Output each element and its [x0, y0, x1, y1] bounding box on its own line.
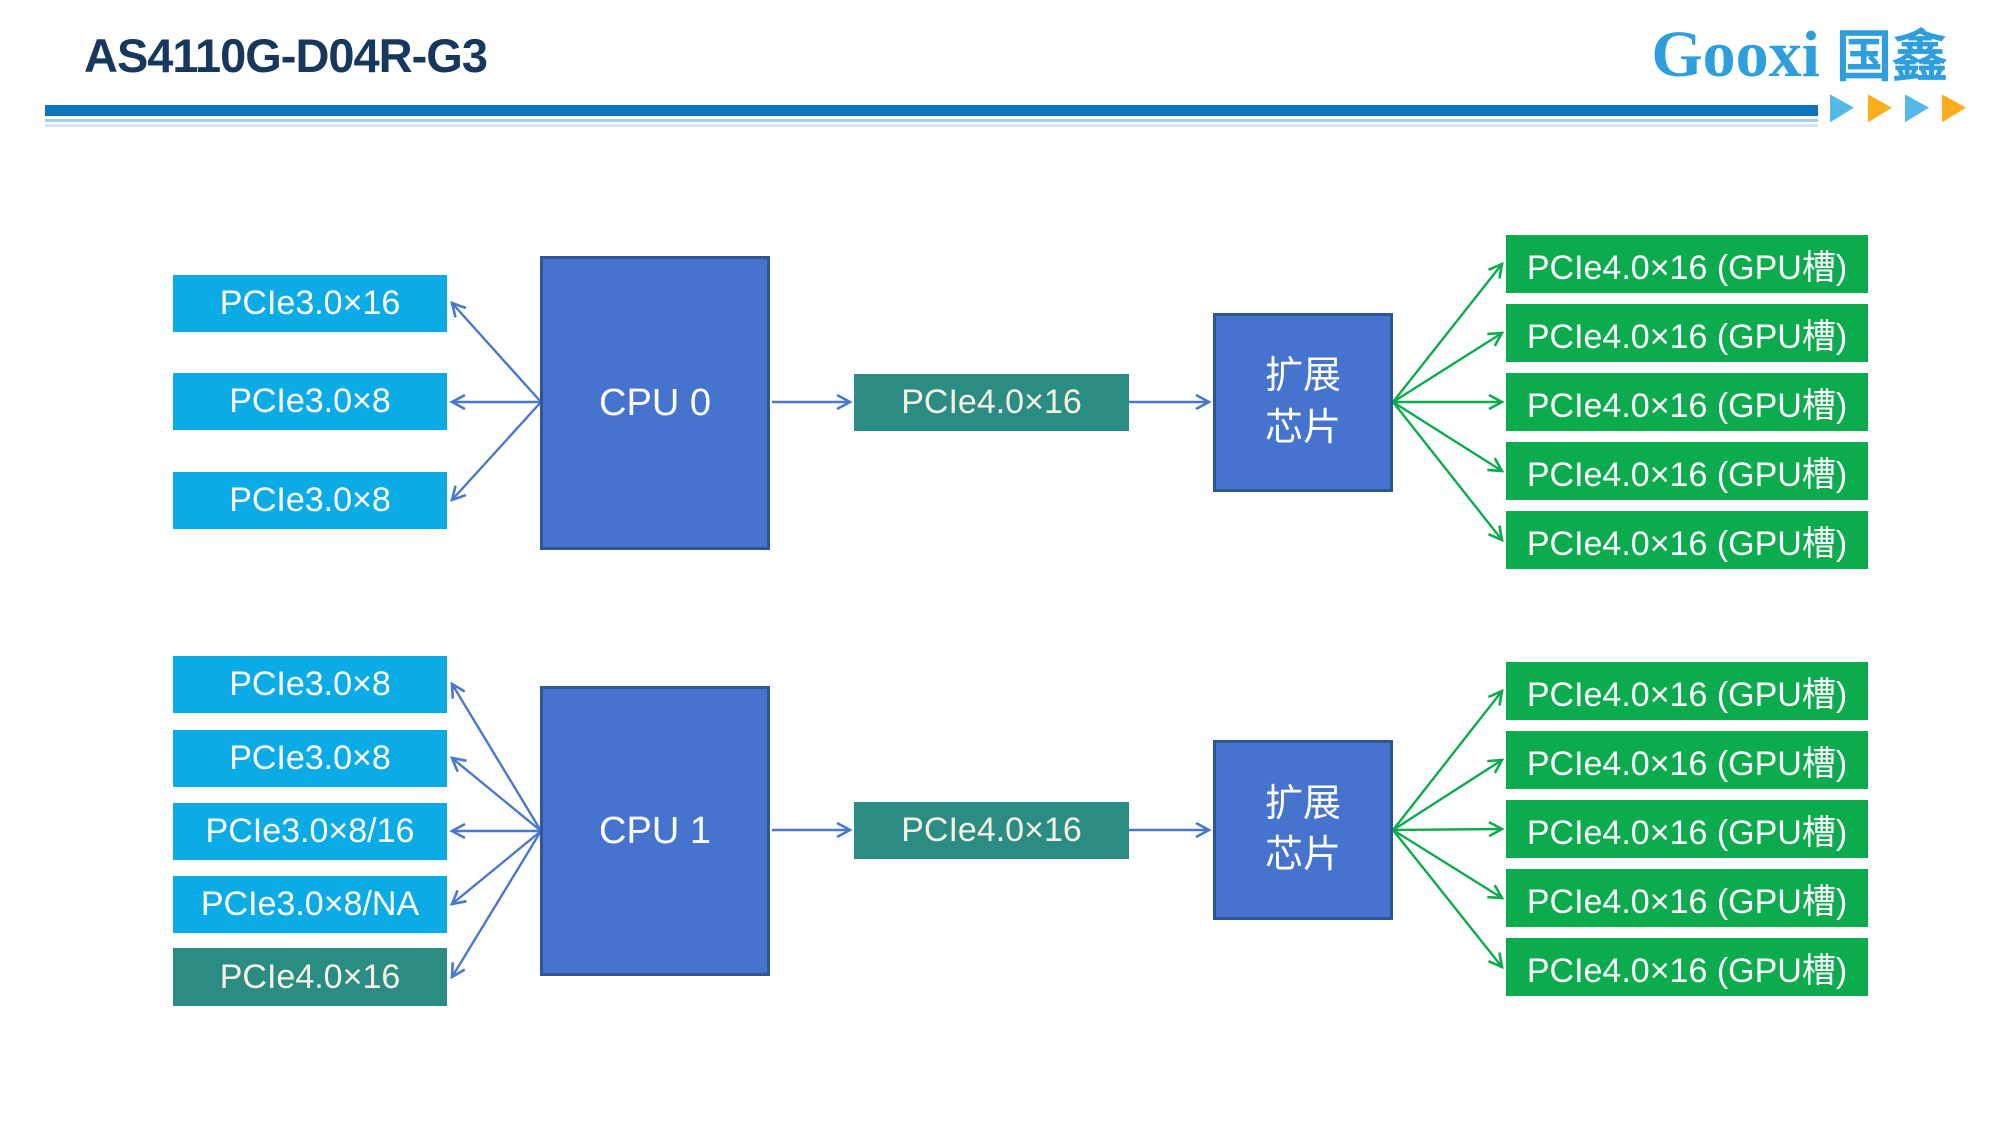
gpu-slot-box: PCIe4.0×16 (GPU槽) — [1506, 938, 1868, 996]
cpu-box: CPU 1 — [540, 686, 770, 976]
chevron-triangle-icon — [1868, 93, 1892, 123]
gpu-slot-box: PCIe4.0×16 (GPU槽) — [1506, 800, 1868, 858]
logo-text-guoxin: 国鑫 — [1836, 25, 1948, 88]
expander-label-line2: 芯片 — [1264, 406, 1341, 449]
cpu-box: CPU 0 — [540, 256, 770, 550]
gpu-slot-box: PCIe4.0×16 (GPU槽) — [1506, 442, 1868, 500]
pcie-slot-box: PCIe4.0×16 — [173, 948, 447, 1006]
pcie-slot-box: PCIe3.0×8/NA — [173, 876, 447, 933]
pcie-slot-box: PCIe3.0×16 — [173, 275, 447, 332]
page-title: AS4110G-D04R-G3 — [84, 29, 488, 82]
brand-logo: Gooxi 国鑫 — [1651, 22, 1948, 88]
chevron-triangle-icon — [1942, 93, 1966, 123]
expander-label-line2: 芯片 — [1264, 834, 1341, 876]
gpu-slot-box: PCIe4.0×16 (GPU槽) — [1506, 662, 1868, 720]
pcie-slot-box: PCIe3.0×8 — [173, 656, 447, 713]
uplink-box: PCIe4.0×16 — [854, 802, 1129, 859]
gpu-slot-box: PCIe4.0×16 (GPU槽) — [1506, 304, 1868, 362]
header-rule-light-lower — [45, 124, 1818, 127]
gpu-slot-box: PCIe4.0×16 (GPU槽) — [1506, 235, 1868, 293]
pcie-slot-box: PCIe3.0×8 — [173, 472, 447, 529]
expander-chip-box: 扩展 芯片 — [1213, 313, 1393, 492]
pcie-slot-box: PCIe3.0×8 — [173, 730, 447, 787]
gpu-slot-box: PCIe4.0×16 (GPU槽) — [1506, 511, 1868, 569]
gpu-slot-box: PCIe4.0×16 (GPU槽) — [1506, 731, 1868, 789]
expander-chip-box: 扩展 芯片 — [1213, 740, 1393, 920]
gpu-slot-box: PCIe4.0×16 (GPU槽) — [1506, 869, 1868, 927]
logo-text-gooxi: Gooxi — [1651, 18, 1820, 91]
pcie-slot-box: PCIe3.0×8/16 — [173, 803, 447, 860]
expander-label-line1: 扩展 — [1264, 355, 1341, 398]
header-rule-light-upper — [45, 119, 1818, 122]
gpu-slot-box: PCIe4.0×16 (GPU槽) — [1506, 373, 1868, 431]
expander-label-line1: 扩展 — [1264, 782, 1341, 825]
uplink-box: PCIe4.0×16 — [854, 374, 1129, 431]
pcie-slot-box: PCIe3.0×8 — [173, 373, 447, 430]
header-rule — [45, 105, 1818, 116]
chevron-triangle-icon — [1830, 93, 1854, 123]
chevron-triangle-icon — [1905, 93, 1929, 123]
